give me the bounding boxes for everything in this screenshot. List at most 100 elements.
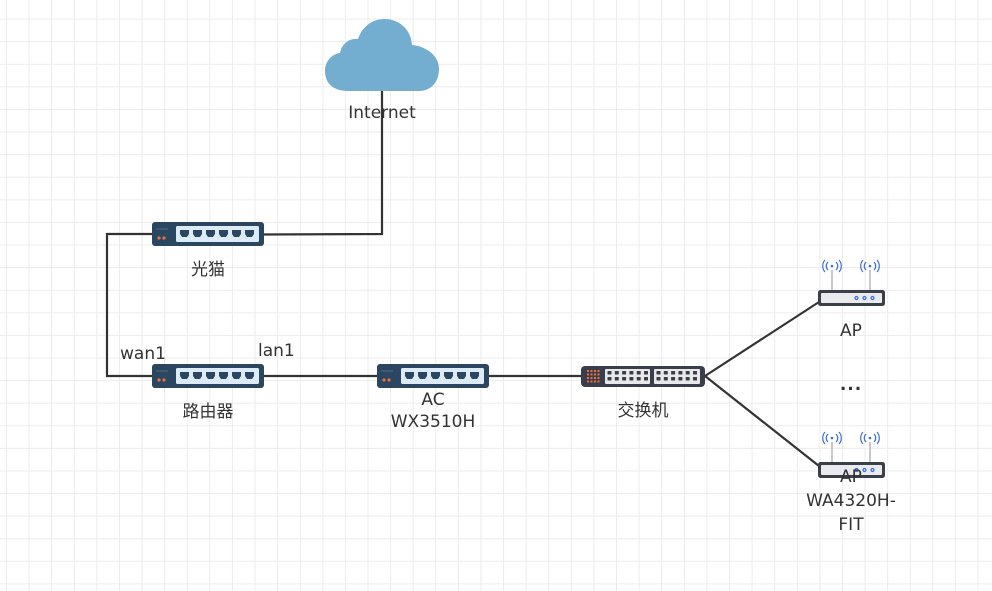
router-led [157, 378, 161, 382]
ethernet-port-icon [219, 372, 228, 379]
switch-led [597, 373, 600, 376]
internet-label: Internet [348, 103, 416, 123]
router-label: 路由器 [182, 402, 234, 422]
switch-led [590, 380, 593, 383]
switch-led [597, 377, 600, 379]
ap-top-leds [854, 295, 875, 301]
switch-led [590, 377, 593, 379]
ethernet-port-icon [206, 372, 215, 379]
wan-port-label: wan1 [120, 344, 166, 364]
ethernet-port-icon [232, 372, 241, 379]
switch-led [590, 370, 593, 372]
switch-port-icon [636, 371, 641, 375]
switch-port-icon [678, 371, 683, 375]
ac-node[interactable] [377, 364, 489, 388]
switch-port-icon [693, 371, 697, 375]
switch-led [594, 377, 596, 379]
lan-port-label: lan1 [258, 341, 295, 361]
ap-ellipsis-label: ... [839, 375, 863, 395]
switch-node[interactable] [581, 366, 705, 387]
cloud-icon [325, 19, 439, 91]
modem-label: 光猫 [191, 260, 225, 280]
ap-bottom-label-line2: WA4320H- [806, 491, 896, 511]
edge-switch-ap-bottom[interactable] [704, 375, 820, 467]
switch-port-icon [614, 371, 619, 375]
ethernet-port-icon [232, 230, 241, 237]
router-ports [180, 372, 254, 379]
router-led [162, 378, 166, 382]
switch-led [587, 380, 589, 383]
switch-port-icon [685, 371, 690, 375]
edge-internet-modem[interactable] [261, 91, 384, 236]
modem-led [162, 236, 166, 240]
ethernet-port-icon [444, 372, 453, 379]
switch-port-icon [671, 377, 676, 381]
switch-led [597, 380, 600, 383]
switch-port-icon [607, 371, 612, 375]
switch-port-icon [622, 377, 627, 381]
ac-ports [405, 372, 479, 379]
switch-port-icon [685, 377, 690, 381]
ethernet-port-icon [193, 372, 202, 379]
ac-label-line2: WX3510H [390, 412, 476, 432]
ap-bottom-node[interactable] [818, 431, 885, 478]
edge-modem-router[interactable] [105, 232, 154, 378]
switch-led [594, 370, 596, 372]
switch-led [594, 373, 596, 376]
switch-port-icon [693, 377, 697, 381]
ac-label-line1: AC [421, 390, 445, 410]
switch-led [587, 373, 589, 376]
ethernet-port-icon [219, 230, 228, 237]
wifi-signal-icon [822, 431, 880, 445]
wifi-signal-icon [822, 259, 880, 273]
switch-port-icon [636, 377, 641, 381]
switch-port-icon [656, 377, 661, 381]
ethernet-port-icon [457, 372, 466, 379]
ap-bottom-leds [854, 467, 875, 473]
ethernet-port-icon [180, 372, 189, 379]
switch-port-icon [671, 371, 676, 375]
switch-led [590, 373, 593, 376]
ap-top-panel [821, 293, 882, 303]
ethernet-port-icon [180, 230, 189, 237]
switch-port-icon [678, 377, 683, 381]
edge-switch-ap-top[interactable] [704, 301, 820, 377]
switch-label: 交换机 [617, 401, 669, 421]
ethernet-port-icon [405, 372, 414, 379]
switch-port-icon [656, 371, 661, 375]
ap-bottom-label-line1: AP [840, 467, 862, 487]
ac-led [387, 378, 391, 382]
switch-led [594, 380, 596, 383]
ethernet-port-icon [193, 230, 202, 237]
switch-port-icon [629, 377, 634, 381]
ethernet-port-icon [418, 372, 427, 379]
ac-led [382, 378, 386, 382]
switch-port-icon [663, 377, 668, 381]
ap-top-node[interactable] [818, 259, 885, 306]
switch-port-icon [629, 371, 634, 375]
ethernet-port-icon [470, 372, 479, 379]
internet-node[interactable] [325, 19, 439, 91]
ethernet-port-icon [245, 372, 254, 379]
ap-bottom-label-line3: FIT [838, 515, 864, 535]
ethernet-port-icon [206, 230, 215, 237]
edges [105, 91, 820, 467]
switch-port-icon [622, 371, 627, 375]
modem-ports [180, 230, 254, 237]
switch-port-icon [607, 377, 612, 381]
switch-port-icon [644, 377, 648, 381]
ap-top-label: AP [840, 321, 862, 341]
modem-led [157, 236, 161, 240]
ap-bottom-panel [821, 465, 882, 475]
switch-led [587, 377, 589, 379]
ethernet-port-icon [245, 230, 254, 237]
modem-node[interactable] [152, 222, 264, 246]
switch-ports [607, 371, 697, 381]
switch-port-icon [644, 371, 648, 375]
switch-port-icon [663, 371, 668, 375]
switch-led [587, 370, 589, 372]
switch-port-panel-left [605, 369, 650, 384]
router-node[interactable] [152, 364, 264, 388]
ethernet-port-icon [431, 372, 440, 379]
switch-led [597, 370, 600, 372]
